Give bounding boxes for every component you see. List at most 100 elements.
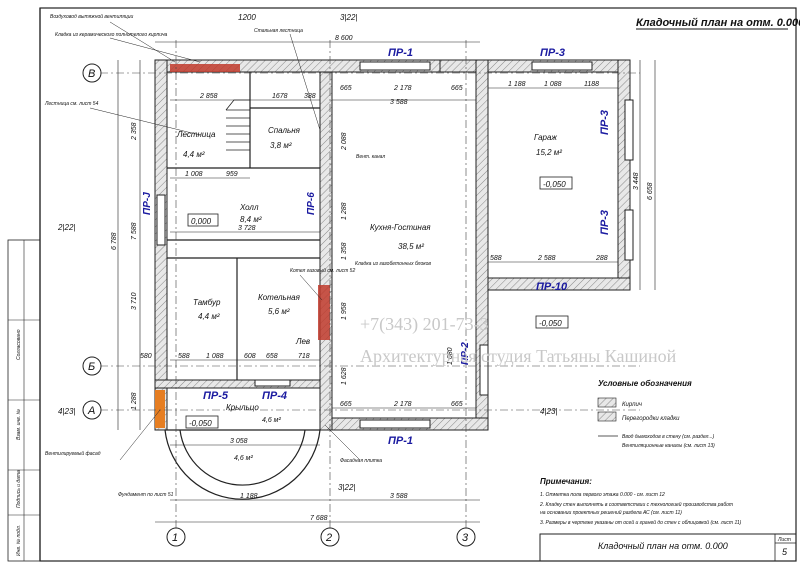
dim-left-7588: 7 588: [131, 222, 138, 240]
dim-1678: 1678: [272, 93, 288, 100]
opening-pr3-right-2: ПР-3: [599, 210, 611, 235]
dim-3-22: 3|22|: [340, 13, 358, 22]
dim-1358: 1 358: [341, 242, 348, 260]
dim-overall-top: 8 600: [335, 35, 353, 42]
notes-block: Примечания: 1. Отметка пола первого этаж…: [539, 477, 742, 526]
dim-right-3448: 3 448: [633, 172, 640, 190]
level-garage: -0,050: [543, 180, 566, 189]
opening-pr10: ПР-10: [536, 281, 568, 293]
interior-partitions: [167, 72, 320, 380]
legend-title: Условные обозначения: [598, 379, 692, 388]
note-2b: на основании проектных решений раздела А…: [540, 509, 682, 516]
room-boiler-area: 5,6 м²: [268, 307, 290, 316]
windows: [156, 61, 634, 429]
opening-pr4: ПР-4: [262, 390, 287, 402]
legend-item-3: Ввод дымоходов в стену (см. раздел...): [622, 434, 715, 440]
brick-highlight: [170, 64, 240, 72]
axis-markers: [82, 63, 476, 547]
dim-665d: 665: [451, 401, 463, 408]
room-bedroom-area: 3,8 м²: [270, 141, 292, 150]
dim-1288: 1 288: [341, 202, 348, 220]
room-stairs-area: 4,4 м²: [183, 150, 205, 159]
opening-pr6: ПР-6: [306, 192, 317, 215]
dim-718: 718: [298, 353, 310, 360]
dim-7688: 7 688: [310, 515, 328, 522]
dim-588b: 588: [178, 353, 190, 360]
room-hall-name: Холл: [239, 203, 259, 212]
dim-658: 658: [266, 353, 278, 360]
note-stairs: Лестница см. лист 54: [44, 101, 99, 107]
note-brick: Кладка из керамического полнотелого кирп…: [55, 32, 168, 38]
opening-pr3-right: ПР-3: [599, 110, 611, 135]
axis-2: 2: [325, 532, 332, 544]
dim-1188c: 1 188: [240, 493, 258, 500]
dim-left-6788: 6 788: [111, 232, 118, 250]
facade-tile-block: [155, 390, 165, 428]
room-vestibule-name: Тамбур: [193, 298, 221, 307]
dim-left-1288: 1 288: [131, 392, 138, 410]
legend: Условные обозначения Кирпич Перегородки …: [597, 379, 715, 449]
opening-pr5: ПР-5: [203, 390, 229, 402]
legend-item-2: Перегородки кладки: [622, 416, 680, 422]
note-boiler: Котел газовый см. лист 52: [290, 267, 355, 274]
dim-4-23b: 4|23|: [540, 407, 558, 416]
dim-588a: 588: [490, 255, 502, 262]
dim-608: 608: [244, 353, 256, 360]
dim-2588: 2 588: [537, 255, 556, 262]
stamp-title: Кладочный план на отм. 0.000: [598, 541, 728, 551]
dim-4-23: 4|23|: [58, 407, 76, 416]
legend-item-4: Вентиляционные каналы (см. лист 13): [622, 443, 715, 449]
dim-2088: 2 088: [341, 132, 348, 151]
dim-388: 388: [304, 93, 316, 100]
dim-1008: 1 008: [185, 171, 203, 178]
note-facade: Вентилируемый фасад: [45, 450, 101, 457]
dim-1680: 1 680: [447, 347, 454, 365]
stamp-sheet-number: 5: [782, 547, 788, 557]
dim-959: 959: [226, 171, 238, 178]
grid-axes: [100, 40, 640, 535]
opening-pr3-top: ПР-3: [540, 47, 565, 59]
opening-pr1-bottom: ПР-1: [388, 435, 413, 447]
room-kitchen-name: Кухня-Гостиная: [370, 223, 431, 232]
dim-3588b: 3 588: [390, 493, 408, 500]
level-porch: -0,050: [189, 419, 212, 428]
exterior-walls: [154, 59, 631, 431]
axis-b: Б: [88, 361, 95, 373]
room-porch-area: 4,6 м²: [262, 417, 281, 424]
opening-pr1-top: ПР-1: [388, 47, 413, 59]
legend-item-1: Кирпич: [622, 402, 642, 408]
room-porch-name: Крыльцо: [226, 403, 259, 412]
porch: [164, 429, 321, 500]
dim-2178a: 2 178: [393, 85, 412, 92]
dim-left-2358: 2 358: [131, 122, 138, 141]
note-1: 1. Отметка пола первого этажа 0.000 - см…: [540, 492, 665, 498]
dim-665a: 665: [340, 85, 352, 92]
title-block: Кладочный план на отм. 0.000 Лист 5: [539, 533, 797, 562]
axis-v: В: [88, 68, 95, 80]
room-hall-area: 8,4 м²: [240, 215, 262, 224]
watermark-phone: +7(343) 201-73-3: [360, 314, 489, 335]
side-col-1: Инв. № подл.: [16, 525, 22, 556]
dimension-lines: [117, 41, 656, 523]
dim-1188b: 1188: [584, 81, 599, 88]
side-col-3: Взам. инв. №: [16, 408, 22, 440]
dim-1200: 1200: [238, 13, 256, 22]
side-stamp: Инв. № подл. Подпись и дата Взам. инв. №…: [7, 239, 41, 562]
side-col-2: Подпись и дата: [16, 470, 22, 508]
room-lev-name: Лев: [295, 337, 310, 346]
level-hall: 0,000: [191, 217, 212, 226]
note-2: 2. Кладку стен выполнять в соответствии …: [539, 501, 733, 508]
note-3: 3. Размеры в чертеже указаны от осей и г…: [540, 519, 742, 526]
room-kitchen-area: 38,5 м²: [398, 242, 424, 251]
dim-2858: 2 858: [199, 93, 218, 100]
notes-title: Примечания:: [540, 477, 592, 486]
level-outside: -0,050: [539, 319, 562, 328]
room-vestibule-area: 4,4 м²: [198, 312, 220, 321]
stamp-sheet-label: Лист: [777, 537, 791, 543]
dim-580: 580: [140, 353, 152, 360]
dim-3588a: 3 588: [390, 99, 408, 106]
watermark-studio: Архитектурная студия Татьяны Кашиной: [360, 346, 677, 366]
axis-a: А: [87, 405, 95, 417]
opening-prj: ПР-J: [142, 192, 153, 215]
